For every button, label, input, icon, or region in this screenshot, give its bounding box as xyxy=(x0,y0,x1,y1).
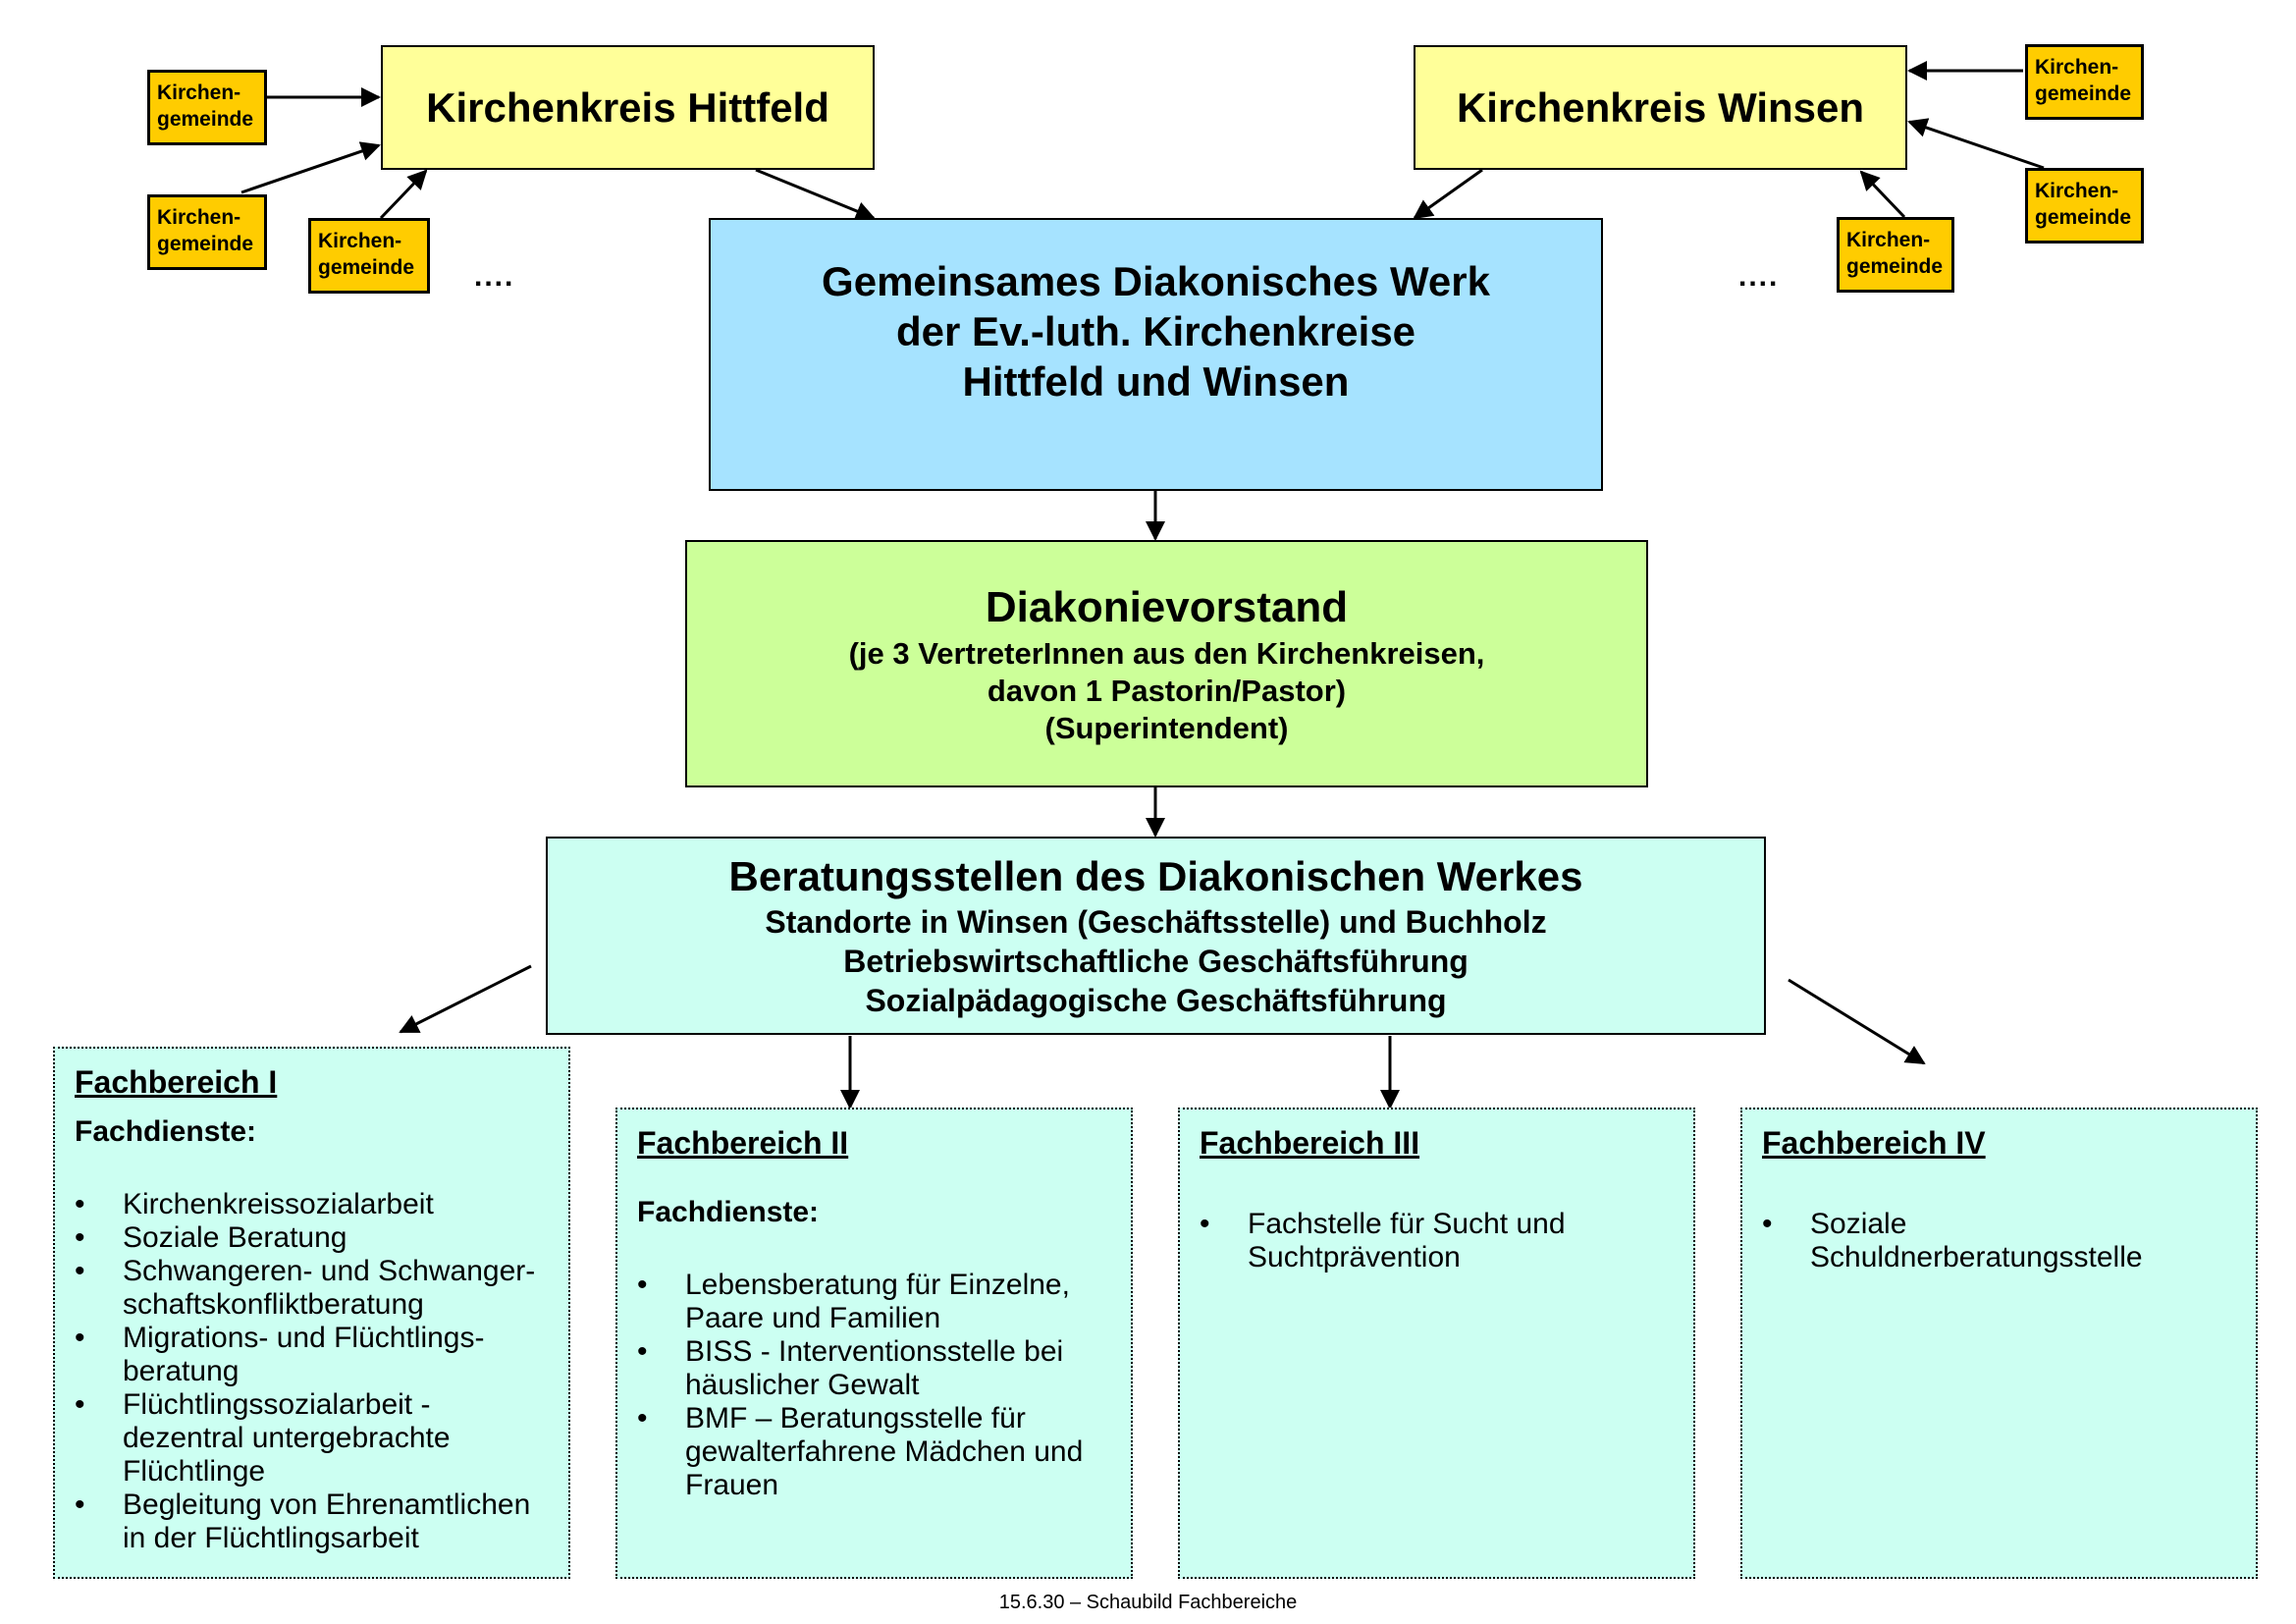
list-item: BISS - Interventionsstelle beihäuslicher… xyxy=(637,1335,1111,1402)
werk-line2: der Ev.-luth. Kirchenkreise xyxy=(895,307,1416,354)
fachbereich-title: Fachbereich IV xyxy=(1762,1125,1986,1161)
vorstand-title: Diakonievorstand xyxy=(985,583,1349,631)
diakonievorstand-box: Diakonievorstand (je 3 VertreterInnen au… xyxy=(685,540,1648,787)
kirchengemeinde-line1: Kirchen- xyxy=(318,230,402,252)
beratung-title: Beratungsstellen des Diakonischen Werkes xyxy=(728,853,1583,899)
list-item: Schwangeren- und Schwanger-schaftskonfli… xyxy=(75,1255,549,1322)
arrow-kg6-winsen xyxy=(1859,170,1906,219)
vorstand-line2: davon 1 Pastorin/Pastor) xyxy=(987,674,1347,708)
kirchenkreis-winsen-label: Kirchenkreis Winsen xyxy=(1456,83,1865,131)
kirchengemeinde-line2: gemeinde xyxy=(157,108,254,131)
kirchengemeinde-line1: Kirchen- xyxy=(157,206,241,229)
beratungsstellen-box: Beratungsstellen des Diakonischen Werkes… xyxy=(546,837,1766,1035)
kirchengemeinde-box: Kirchen- gemeinde xyxy=(308,218,430,294)
list-item: BMF – Beratungsstelle fürgewalterfahrene… xyxy=(637,1402,1111,1502)
kirchenkreis-hittfeld: Kirchenkreis Hittfeld xyxy=(381,45,875,170)
arrow-beratung-fb1 xyxy=(399,964,532,1034)
kirchengemeinde-line2: gemeinde xyxy=(2035,206,2132,229)
fachdienste-label: Fachdienste: xyxy=(637,1196,820,1228)
list-item: Kirchenkreissozialarbeit xyxy=(75,1188,549,1221)
kirchenkreis-winsen: Kirchenkreis Winsen xyxy=(1414,45,1907,170)
arrow-kg2-hittfeld xyxy=(240,141,381,194)
arrow-hittfeld-werk xyxy=(755,168,876,221)
kirchengemeinde-box: Kirchen- gemeinde xyxy=(2025,44,2144,120)
vorstand-line1: (je 3 VertreterInnen aus den Kirchenkrei… xyxy=(848,636,1485,671)
kirchengemeinde-line1: Kirchen- xyxy=(2035,180,2119,202)
list-item: Lebensberatung für Einzelne,Paare und Fa… xyxy=(637,1269,1111,1335)
kirchengemeinde-box: Kirchen- gemeinde xyxy=(147,70,267,145)
diakonisches-werk-box: Gemeinsames Diakonisches Werk der Ev.-lu… xyxy=(709,218,1603,491)
beratung-line1: Standorte in Winsen (Geschäftsstelle) un… xyxy=(765,904,1547,940)
werk-line3: Hittfeld und Winsen xyxy=(962,357,1350,405)
fachbereich-title: Fachbereich I xyxy=(75,1064,278,1100)
vorstand-line3: (Superintendent) xyxy=(1044,711,1289,745)
arrow-kg5-winsen xyxy=(1907,118,2045,170)
kirchengemeinde-line2: gemeinde xyxy=(1846,255,1944,278)
list-item: Flüchtlingssozialarbeit -dezentral unter… xyxy=(75,1388,549,1489)
beratung-line2: Betriebswirtschaftliche Geschäftsführung xyxy=(843,944,1468,979)
ellipsis-right: .... xyxy=(1738,260,1780,293)
fachbereich-title: Fachbereich III xyxy=(1200,1125,1420,1161)
werk-line1: Gemeinsames Diakonisches Werk xyxy=(822,257,1490,304)
kirchengemeinde-box: Kirchen- gemeinde xyxy=(1837,217,1954,293)
kirchenkreis-hittfeld-label: Kirchenkreis Hittfeld xyxy=(426,83,829,131)
ellipsis-left: .... xyxy=(474,260,515,293)
caption: 15.6.30 – Schaubild Fachbereiche xyxy=(998,1592,1298,1613)
kirchengemeinde-line2: gemeinde xyxy=(2035,82,2132,105)
fachbereich-title: Fachbereich II xyxy=(637,1125,849,1161)
kirchengemeinde-line1: Kirchen- xyxy=(2035,56,2119,79)
kirchengemeinde-line2: gemeinde xyxy=(318,256,415,279)
arrow-beratung-fb4 xyxy=(1788,978,1926,1065)
kirchengemeinde-box: Kirchen- gemeinde xyxy=(2025,168,2144,244)
kirchengemeinde-line2: gemeinde xyxy=(157,233,254,255)
list-item: Soziale Beratung xyxy=(75,1221,549,1255)
kirchengemeinde-line1: Kirchen- xyxy=(157,81,241,104)
kirchengemeinde-box: Kirchen- gemeinde xyxy=(147,194,267,270)
beratung-line3: Sozialpädagogische Geschäftsführung xyxy=(865,983,1447,1018)
fachdienste-list: Kirchenkreissozialarbeit Soziale Beratun… xyxy=(75,1188,549,1555)
list-item: Migrations- und Flüchtlings-beratung xyxy=(75,1322,549,1388)
arrow-kg3-hittfeld xyxy=(379,169,428,220)
fachdienste-label: Fachdienste: xyxy=(75,1115,257,1148)
fachdienste-list: Lebensberatung für Einzelne,Paare und Fa… xyxy=(637,1269,1111,1502)
fachbereich-4-box: Fachbereich IV SozialeSchuldnerberatungs… xyxy=(1740,1108,2258,1579)
fachbereich-1-box: Fachbereich I Fachdienste: Kirchenkreiss… xyxy=(53,1047,570,1579)
fachbereich-2-box: Fachbereich II Fachdienste: Lebensberatu… xyxy=(615,1108,1133,1579)
kirchengemeinde-line1: Kirchen- xyxy=(1846,229,1931,251)
arrow-winsen-werk xyxy=(1413,168,1483,220)
fachbereich-3-box: Fachbereich III Fachstelle für Sucht und… xyxy=(1178,1108,1695,1579)
